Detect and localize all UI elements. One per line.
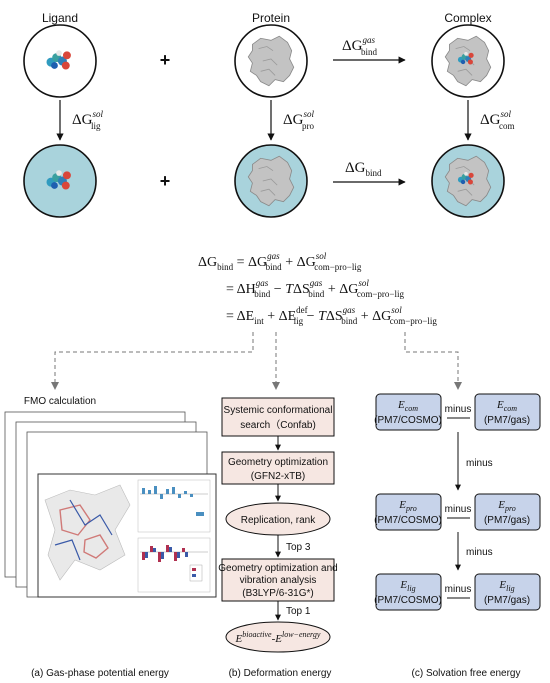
pro-gas-box [474,493,541,531]
caption-c: (c) Solvation free energy [412,668,521,679]
fmo-chart-bottom [137,537,211,593]
step4-line3: (B3LYP/6-31G*) [242,588,314,599]
com-gas-method: (PM7/gas) [484,415,530,426]
ligand-header: Ligand [42,11,78,25]
lig-cosmo-e: Elig [399,579,415,593]
ligand-gas-circle [23,24,97,98]
pro-cosmo-box [375,493,442,531]
step-energy-difference [225,621,331,653]
step-conformational-search [221,397,335,437]
lig-cosmo-box [375,573,442,611]
lig-gas-e: Elig [498,579,514,593]
lig-gas-box [474,573,541,611]
com-cosmo-method: (PM7/COSMO) [374,415,442,426]
energy-difference-label: Ebioactive-Elow−energy [235,630,321,645]
top3-label: Top 3 [286,542,311,553]
solvation-flow: Ecom (PM7/COSMO) minus Ecom (PM7/gas) mi… [374,393,541,611]
complex-header: Complex [444,11,491,25]
protein-gas-circle [234,24,308,98]
step4-line1: Geometry optimization and [218,563,338,574]
step3-label: Replication, rank [241,515,316,526]
deformation-flow: Systemic conformational search（Confab) G… [218,397,338,653]
minus-1: minus [466,458,493,469]
fmo-title: FMO calculation [24,396,96,407]
com-gas-e: Ecom [496,399,517,413]
step-geometry-vibration [221,558,335,602]
plus-bottom: + [160,171,171,191]
step2-line2: (GFN2-xTB) [251,471,305,482]
fmo-chart-top [137,479,211,533]
lig-minus: minus [445,584,472,595]
complex-solvated-circle [431,144,505,218]
protein-header: Protein [252,11,290,25]
pro-minus: minus [445,504,472,515]
fmo-molecule-image [44,484,131,581]
com-minus: minus [445,404,472,415]
caption-b: (b) Deformation energy [229,668,332,679]
dashed-arrowhead-b [272,382,280,390]
fmo-stack [4,411,217,598]
step2-line1: Geometry optimization [228,457,328,468]
top1-label: Top 1 [286,606,311,617]
caption-a: (a) Gas-phase potential energy [31,668,169,679]
com-cosmo-e: Ecom [397,399,418,413]
label-dg-bind: ΔGbind [345,160,382,178]
step-geometry-optimization [221,451,335,485]
dashed-arrowhead-a [51,382,59,390]
dashed-connectors [54,332,459,386]
dashed-arrowhead-c [454,382,462,390]
step1-line2: search（Confab) [240,419,316,431]
com-cosmo-box [375,393,442,431]
step4-line2: vibration analysis [240,575,317,586]
com-gas-box [474,393,541,431]
pro-cosmo-e: Epro [398,499,417,513]
pro-gas-e: Epro [497,499,516,513]
pro-gas-method: (PM7/gas) [484,515,530,526]
lig-gas-method: (PM7/gas) [484,595,530,606]
pro-cosmo-method: (PM7/COSMO) [374,515,442,526]
step1-line1: Systemic conformational [224,405,333,416]
minus-2: minus [466,547,493,558]
lig-cosmo-method: (PM7/COSMO) [374,595,442,606]
complex-gas-circle [431,24,505,98]
protein-solvated-circle [234,144,308,218]
plus-top: + [160,50,171,70]
ligand-solvated-circle [23,144,97,218]
